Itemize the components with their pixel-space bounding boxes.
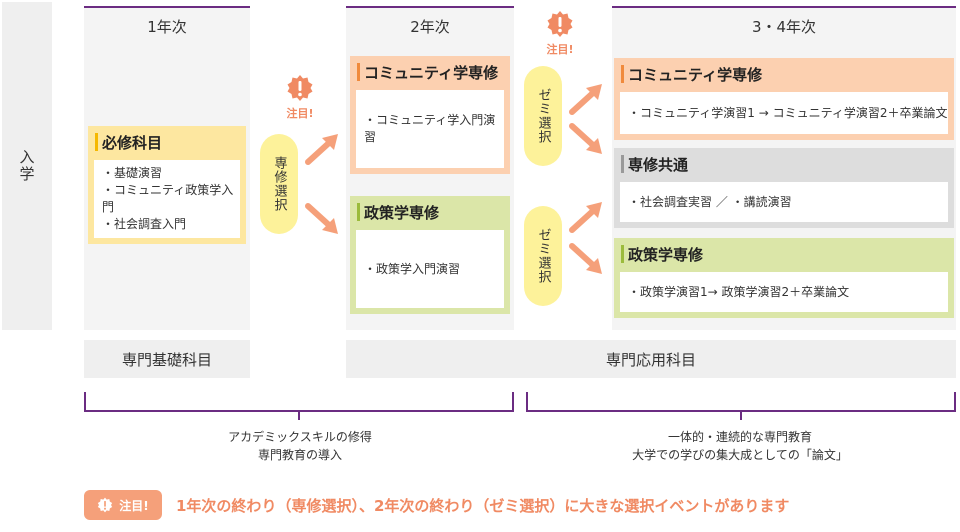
entry-label: 入学 [2, 2, 52, 330]
policy-major-box-y34: 政策学専修 ・政策学演習1→ 政策学演習2＋卒業論文 [614, 238, 954, 318]
attention-label: 注目! [546, 43, 574, 56]
right-bracket-tick [740, 410, 742, 420]
arrow-up-right-icon [305, 134, 338, 165]
seminar-selection-pill-2: ゼミ選択 [524, 206, 562, 306]
left-bracket-tick [298, 410, 300, 420]
list-item: ・コミュニティ学入門演習 [364, 113, 496, 144]
attention-icon [547, 11, 573, 37]
attention-label: 注目! [286, 107, 314, 120]
required-courses-title: 必修科目 [88, 126, 246, 158]
major-selection-pill: 専修選択 [260, 134, 298, 234]
list-item: ・社会調査入門 [102, 217, 187, 231]
selection-event-note: 1年次の終わり（専修選択）、2年次の終わり（ゼミ選択）に大きな選択イベントがあり… [176, 497, 790, 515]
caption-line: 一体的・連続的な専門教育 [667, 430, 812, 444]
left-caption: アカデミックスキルの修得 専門教育の導入 [150, 428, 450, 464]
attention-badge-label: 注目! [119, 498, 149, 513]
list-item: ・コミュニティ学演習1 → コミュニティ学演習2＋卒業論文 [628, 105, 948, 120]
required-courses-box: 必修科目 ・基礎演習 ・コミュニティ政策学入門 ・社会調査入門 [88, 126, 246, 244]
basic-courses-label: 専門基礎科目 [84, 340, 250, 378]
year1-title: 1年次 [147, 18, 187, 36]
policy-major-title-y2: 政策学専修 [350, 196, 510, 228]
right-caption: 一体的・連続的な専門教育 大学での学びの集大成としての「論文」 [580, 428, 900, 464]
list-item: ・コミュニティ政策学入門 [102, 183, 234, 214]
common-courses-box-y34: 専修共通 ・社会調査実習 ／ ・講読演習 [614, 148, 954, 228]
attention-marker-1: 注目! [283, 74, 317, 121]
major-selection-text: 専修選択 [271, 156, 287, 212]
right-bracket [526, 392, 956, 412]
community-major-box-y34: コミュニティ学専修 ・コミュニティ学演習1 → コミュニティ学演習2＋卒業論文 [614, 58, 954, 140]
attention-marker-2: 注目! [543, 10, 577, 57]
arrow-down-right-icon [305, 203, 338, 234]
caption-line: 大学での学びの集大成としての「論文」 [632, 448, 848, 462]
year34-topline [612, 6, 956, 8]
year34-title: 3・4年次 [751, 18, 817, 36]
list-item: ・基礎演習 [102, 166, 163, 180]
applied-courses-label: 専門応用科目 [346, 340, 956, 378]
entry-text: 入学 [17, 149, 36, 183]
community-major-list-y2: ・コミュニティ学入門演習 [356, 90, 504, 168]
left-bracket [84, 392, 514, 412]
policy-major-title-y34: 政策学専修 [614, 238, 954, 270]
community-major-list-y34: ・コミュニティ学演習1 → コミュニティ学演習2＋卒業論文 [620, 92, 948, 134]
arrow-up-right-icon [569, 202, 602, 233]
common-courses-title-y34: 専修共通 [614, 148, 954, 180]
seminar-selection-text: ゼミ選択 [535, 228, 551, 284]
list-item: ・政策学入門演習 [364, 261, 461, 276]
caption-line: アカデミックスキルの修得 [228, 430, 372, 444]
arrow-up-right-icon [569, 84, 602, 115]
year2-title: 2年次 [410, 18, 450, 36]
arrow-down-right-icon [569, 123, 602, 154]
policy-major-list-y34: ・政策学演習1→ 政策学演習2＋卒業論文 [620, 272, 948, 312]
seminar-selection-text: ゼミ選択 [535, 88, 551, 144]
attention-badge: 注目! [84, 490, 162, 520]
attention-icon [98, 497, 113, 513]
attention-icon [287, 75, 313, 101]
policy-major-box-y2: 政策学専修 ・政策学入門演習 [350, 196, 510, 314]
community-major-title-y34: コミュニティ学専修 [614, 58, 954, 90]
required-courses-list: ・基礎演習 ・コミュニティ政策学入門 ・社会調査入門 [94, 160, 240, 238]
list-item: ・政策学演習1→ 政策学演習2＋卒業論文 [628, 284, 850, 299]
year1-topline [84, 6, 250, 8]
caption-line: 専門教育の導入 [257, 448, 342, 462]
community-major-box-y2: コミュニティ学専修 ・コミュニティ学入門演習 [350, 56, 510, 174]
arrow-down-right-icon [569, 243, 602, 274]
community-major-title-y2: コミュニティ学専修 [350, 56, 510, 88]
list-item: ・社会調査実習 ／ ・講読演習 [628, 194, 792, 209]
seminar-selection-pill-1: ゼミ選択 [524, 66, 562, 166]
policy-major-list-y2: ・政策学入門演習 [356, 230, 504, 308]
common-courses-list-y34: ・社会調査実習 ／ ・講読演習 [620, 182, 948, 222]
year2-topline [346, 6, 514, 8]
